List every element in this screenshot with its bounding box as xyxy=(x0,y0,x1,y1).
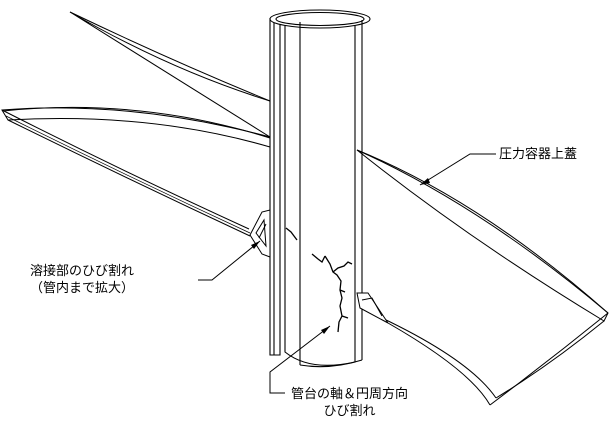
label-weld-crack: 溶接部のひび割れ （管内まで拡大） xyxy=(30,263,134,297)
weld-fillet-right xyxy=(356,292,389,324)
label-weld-crack-line2: （管内まで拡大） xyxy=(30,281,135,296)
leader-lines xyxy=(198,153,496,394)
leader-arrowheads xyxy=(251,178,430,334)
label-nozzle-crack-line1: 管台の軸＆円周方向 xyxy=(291,387,409,402)
nozzle-tube xyxy=(269,9,371,368)
label-weld-crack-line1: 溶接部のひび割れ xyxy=(30,264,135,279)
vessel-head-top-edges xyxy=(2,11,609,314)
nozzle-cracks xyxy=(285,227,353,333)
weld-fillet-left xyxy=(249,209,271,258)
label-nozzle-crack: 管台の軸＆円周方向 ひび割れ xyxy=(291,386,408,420)
leader-nozzle-crack xyxy=(269,325,331,394)
vessel-head-plate xyxy=(1,11,609,406)
label-vessel-head: 圧力容器上蓋 xyxy=(499,146,577,163)
label-vessel-head-text: 圧力容器上蓋 xyxy=(499,147,578,162)
label-nozzle-crack-line2: ひび割れ xyxy=(323,404,376,419)
leader-vessel-head xyxy=(419,153,496,186)
leader-weld-crack xyxy=(198,240,261,281)
